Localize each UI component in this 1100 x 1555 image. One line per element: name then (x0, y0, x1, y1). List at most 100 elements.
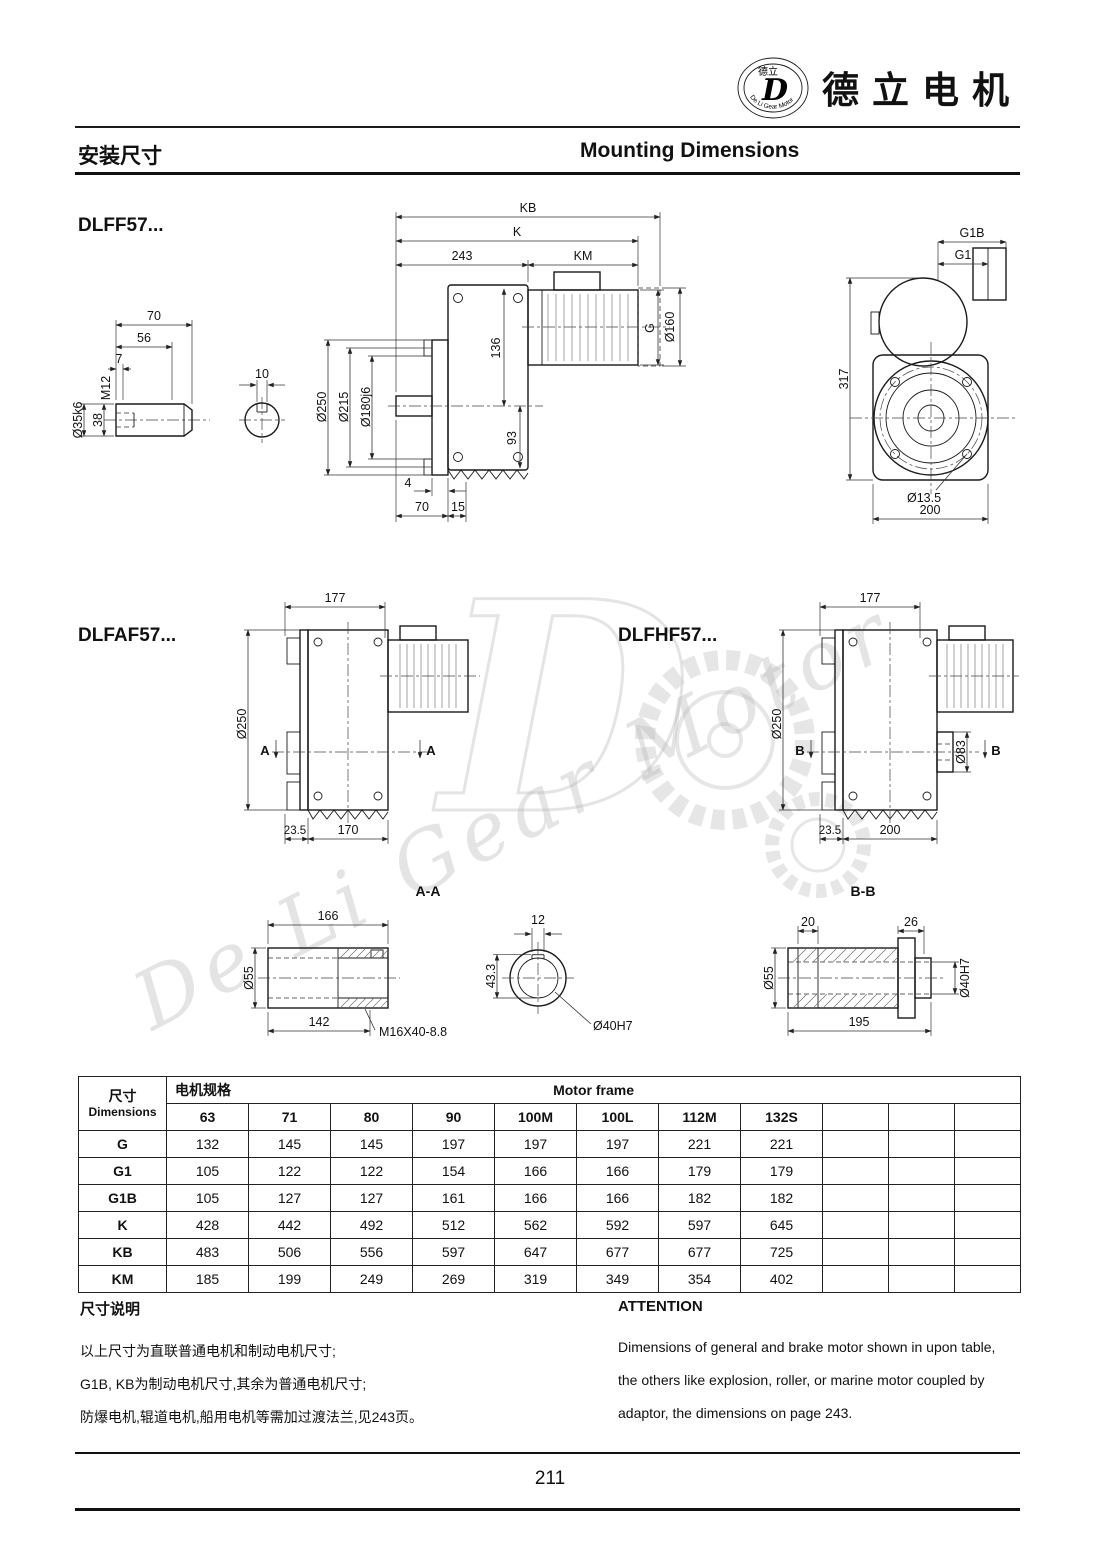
cell: 166 (494, 1184, 577, 1212)
cell: 199 (248, 1265, 331, 1293)
dim-12: 12 (531, 913, 545, 927)
cell (953, 1184, 1022, 1212)
row-label: K (78, 1211, 167, 1239)
dim-180j6: Ø180j6 (359, 387, 373, 427)
dim-243: 243 (452, 249, 473, 263)
dimension-column-header: 尺寸 Dimensions (78, 1076, 167, 1131)
row-label: G1B (78, 1184, 167, 1212)
shaft-outline (115, 403, 193, 437)
cell: 725 (740, 1238, 823, 1266)
cell: 182 (740, 1184, 823, 1212)
cell (888, 1184, 955, 1212)
notes-english: ATTENTION Dimensions of general and brak… (618, 1298, 1028, 1430)
dim-250: Ø250 (770, 709, 784, 740)
dim-43-3: 43.3 (484, 964, 498, 988)
housing-face (872, 354, 989, 481)
cell: 562 (494, 1211, 577, 1239)
dim-136: 136 (489, 338, 503, 359)
brand-logo: 德立 D De Li Gear Motor (737, 57, 809, 119)
col-header (953, 1103, 1022, 1131)
cell: 127 (330, 1184, 413, 1212)
dim-55: Ø55 (243, 966, 256, 990)
dim-250: Ø250 (315, 392, 329, 423)
col-header: 71 (248, 1103, 331, 1131)
brand-name: 德立电机 (822, 68, 1022, 112)
col-header: 132S (740, 1103, 823, 1131)
shaft-end-view (244, 402, 280, 438)
notes-zh-line: 以上尺寸为直联普通电机和制动电机尺寸; (80, 1343, 336, 1359)
cell: 105 (166, 1157, 249, 1185)
flange-profile (821, 629, 844, 811)
dim-160: Ø160 (663, 312, 677, 343)
cell: 197 (412, 1130, 495, 1158)
col-header: 100L (576, 1103, 659, 1131)
dim-200: 200 (920, 503, 941, 517)
dim-m12: M12 (99, 376, 113, 400)
cell: 556 (330, 1238, 413, 1266)
model-label-dlff57: DLFF57... (78, 215, 164, 236)
model-label-dlfaf57: DLFAF57... (78, 625, 177, 646)
terminal-box (948, 625, 986, 641)
motor-frame-header: 电机规格 Motor frame (165, 1076, 1022, 1104)
cell: 428 (166, 1211, 249, 1239)
col-header: 90 (412, 1103, 495, 1131)
notes-zh-title: 尺寸说明 (80, 1301, 141, 1318)
cell: 179 (658, 1157, 741, 1185)
dlff57-main-view-drawing: KB K 243 KM G Ø160 136 Ø250 Ø215 Ø180j6 … (315, 201, 686, 522)
dim-7: 7 (116, 352, 123, 366)
cell: 179 (740, 1157, 823, 1185)
dim-215: Ø215 (337, 392, 351, 423)
page-title-en: Mounting Dimensions (580, 139, 800, 162)
cell: 145 (248, 1130, 331, 1158)
cell: 592 (576, 1211, 659, 1239)
dim-70: 70 (147, 309, 161, 323)
cell: 197 (576, 1130, 659, 1158)
row-label: KB (78, 1238, 167, 1266)
cell: 677 (576, 1238, 659, 1266)
col-header (822, 1103, 889, 1131)
cell: 647 (494, 1238, 577, 1266)
motor (936, 625, 1014, 713)
dim-m16: M16X40-8.8 (379, 1025, 447, 1039)
cell (822, 1130, 889, 1158)
cell (953, 1265, 1022, 1293)
dim-40h7: Ø40H7 (958, 958, 972, 998)
logo-chinese: 德立 (758, 65, 778, 78)
cell: 483 (166, 1238, 249, 1266)
dim-38: 38 (91, 413, 105, 427)
cell: 154 (412, 1157, 495, 1185)
cell: 197 (494, 1130, 577, 1158)
cell (953, 1238, 1022, 1266)
row-label: G (78, 1130, 167, 1158)
dim-g1: G1 (955, 248, 972, 262)
section-letter-b-right: B (991, 743, 1000, 758)
row-label: KM (78, 1265, 167, 1293)
output-flange (395, 339, 449, 476)
footer-rule-bottom (75, 1508, 1020, 1511)
watermark-logo: D (429, 540, 871, 898)
dlff57-shaft-detail-drawing: 70 56 7 M12 10 Ø35k6 38 (72, 309, 285, 443)
dim-k: K (513, 225, 522, 239)
table-header-row-2: 63 71 80 90 100M 100L 112M 132S (79, 1103, 1022, 1131)
cell (953, 1130, 1022, 1158)
cell (888, 1238, 955, 1266)
cell (822, 1184, 889, 1212)
dim-177: 177 (860, 591, 881, 605)
section-aa-drawing: A-A 166 Ø55 142 M16X40-8.8 (243, 883, 633, 1039)
cell (888, 1211, 955, 1239)
section-letter-b-left: B (795, 743, 804, 758)
model-label-dlfhf57: DLFHF57... (618, 625, 718, 646)
dim-83: Ø83 (954, 740, 968, 764)
notes-zh-line: G1B, KB为制动电机尺寸,其余为普通电机尺寸; (80, 1376, 367, 1392)
footer-rule-top (75, 1452, 1020, 1454)
notes-en-line: adaptor, the dimensions on page 243. (618, 1405, 853, 1421)
dim-g1b: G1B (959, 226, 984, 240)
col-header: 80 (330, 1103, 413, 1131)
notes-en-title: ATTENTION (618, 1298, 703, 1315)
terminal-box (972, 247, 1007, 301)
notes-en-line: Dimensions of general and brake motor sh… (618, 1339, 996, 1355)
